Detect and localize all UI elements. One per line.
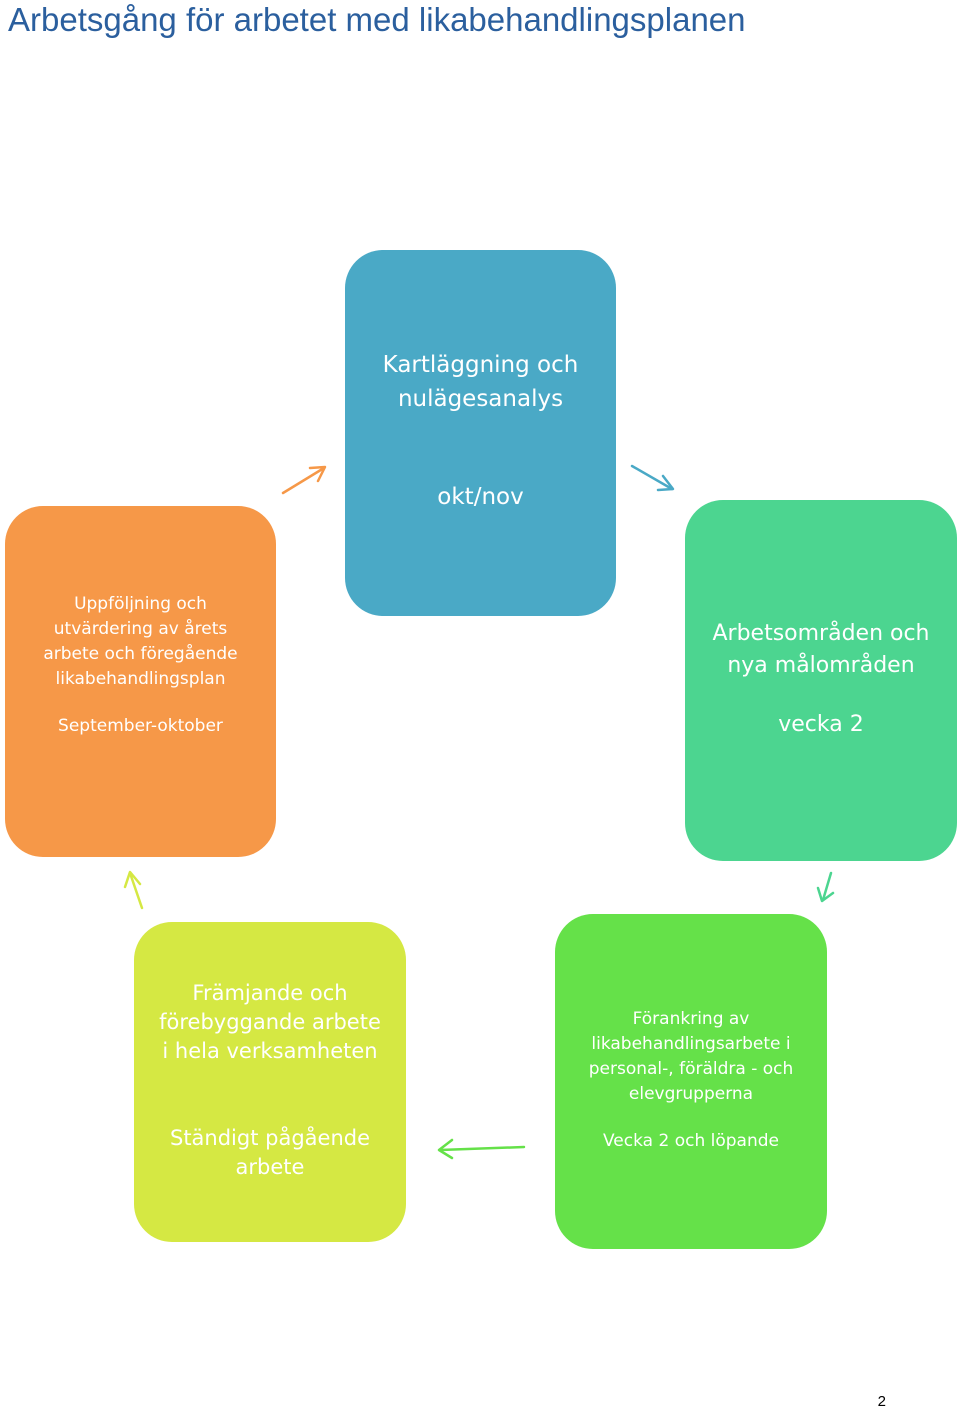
arrow-bright-green-shaft <box>438 1145 526 1152</box>
step-framjande-timing: Ständigt pågående arbete <box>169 1126 371 1179</box>
step-forankring-timing: Vecka 2 och löpande <box>603 1131 779 1151</box>
page-number: 2 <box>877 1393 886 1410</box>
step-forankring-box: Förankring av likabehandlingsarbete i pe… <box>555 914 827 1249</box>
step-uppfoljning-timing: September-oktober <box>58 716 223 736</box>
arrow-green-head <box>816 886 835 903</box>
arrow-orange-shaft <box>281 466 326 495</box>
page-title: Arbetsgång för arbetet med likabehandlin… <box>8 1 746 38</box>
step-uppfoljning-heading: Uppföljning och utvärdering av årets arb… <box>43 594 238 689</box>
step-framjande-heading: Främjande och förebyggande arbete i hela… <box>159 981 381 1063</box>
arrow-blue-head <box>656 474 675 492</box>
arrow-lime-shaft <box>128 871 144 910</box>
step-kartlaggning-heading: Kartläggning och nulägesanalys <box>382 352 579 412</box>
arrow-orange-icon <box>281 465 327 495</box>
step-kartlaggning-box: Kartläggning och nulägesanalys okt/nov <box>345 250 616 616</box>
arrow-green-shaft <box>821 871 833 902</box>
step-uppfoljning-box: Uppföljning och utvärdering av årets arb… <box>5 506 276 857</box>
step-forankring-heading: Förankring av likabehandlingsarbete i pe… <box>588 1009 794 1104</box>
arrow-lime-head <box>123 870 142 889</box>
step-kartlaggning-timing: okt/nov <box>437 484 524 510</box>
arrow-green-icon <box>816 871 835 903</box>
arrow-blue-shaft <box>630 464 674 491</box>
arrow-orange-head <box>308 465 327 483</box>
arrow-bright-green-icon <box>437 1138 526 1160</box>
step-arbetsomraden-timing: vecka 2 <box>778 712 864 737</box>
step-framjande-box: Främjande och förebyggande arbete i hela… <box>134 922 406 1242</box>
step-arbetsomraden-box: Arbetsområden och nya målområden vecka 2 <box>685 500 957 861</box>
step-arbetsomraden-heading: Arbetsområden och nya målområden <box>712 621 930 678</box>
arrow-lime-icon <box>123 870 144 910</box>
arrow-blue-icon <box>630 464 675 492</box>
arrow-bright-green-head <box>437 1138 454 1160</box>
